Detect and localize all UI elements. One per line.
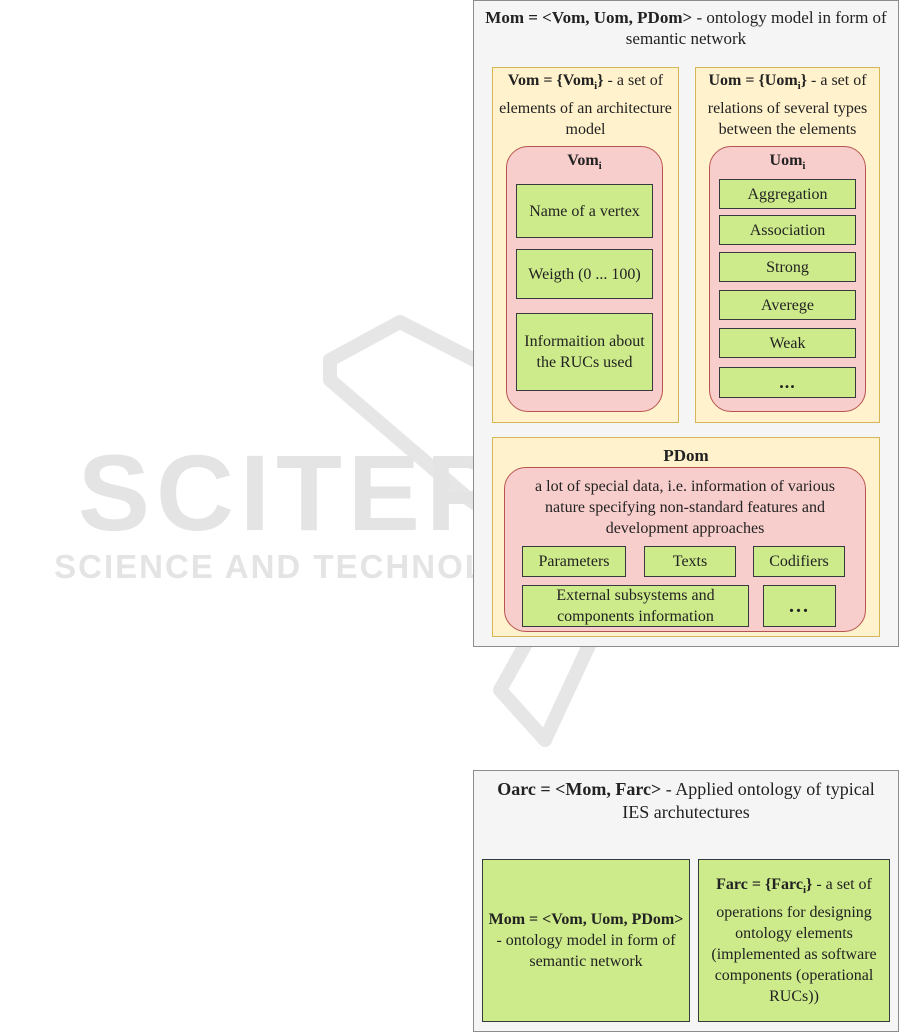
pdom-title: PDom bbox=[663, 445, 709, 465]
pdom-item-parameters: Parameters bbox=[522, 546, 626, 577]
pdom-item-more: ... bbox=[763, 585, 836, 627]
pdom-description: a lot of special data, i.e. information … bbox=[535, 477, 835, 537]
uom-item-strong: Strong bbox=[719, 252, 856, 282]
pdom-item-texts: Texts bbox=[644, 546, 736, 577]
vom-inner-title: Vomi bbox=[567, 152, 602, 173]
uom-inner-title: Uomi bbox=[769, 152, 806, 173]
uom-title: Uom = {Uomi} - a set of relations of sev… bbox=[707, 72, 868, 138]
oarc-mom-box: Mom = <Vom, Uom, PDom> - ontology model … bbox=[482, 859, 690, 1022]
pdom-item-codifiers: Codifiers bbox=[753, 546, 845, 577]
uom-item-weak: Weak bbox=[719, 328, 856, 358]
uom-item-aggregation: Aggregation bbox=[719, 179, 856, 209]
uom-item-association: Association bbox=[719, 215, 856, 245]
oarc-title: Oarc = <Mom, Farc> - Applied ontology of… bbox=[497, 779, 875, 822]
vom-item-rucs: Informaition about the RUCs used bbox=[516, 313, 653, 391]
vom-title: Vom = {Vomi} - a set of elements of an a… bbox=[499, 72, 672, 138]
pdom-item-external: External subsystems and components infor… bbox=[522, 585, 749, 627]
uom-item-averege: Averege bbox=[719, 290, 856, 320]
vom-item-weight: Weigth (0 ... 100) bbox=[516, 249, 653, 299]
uom-item-more: ... bbox=[719, 367, 856, 398]
mom-title: Mom = <Vom, Uom, PDom> - ontology model … bbox=[485, 8, 887, 48]
oarc-farc-box: Farc = {Farci} - a set of operations for… bbox=[698, 859, 890, 1022]
vom-item-name: Name of a vertex bbox=[516, 184, 653, 238]
